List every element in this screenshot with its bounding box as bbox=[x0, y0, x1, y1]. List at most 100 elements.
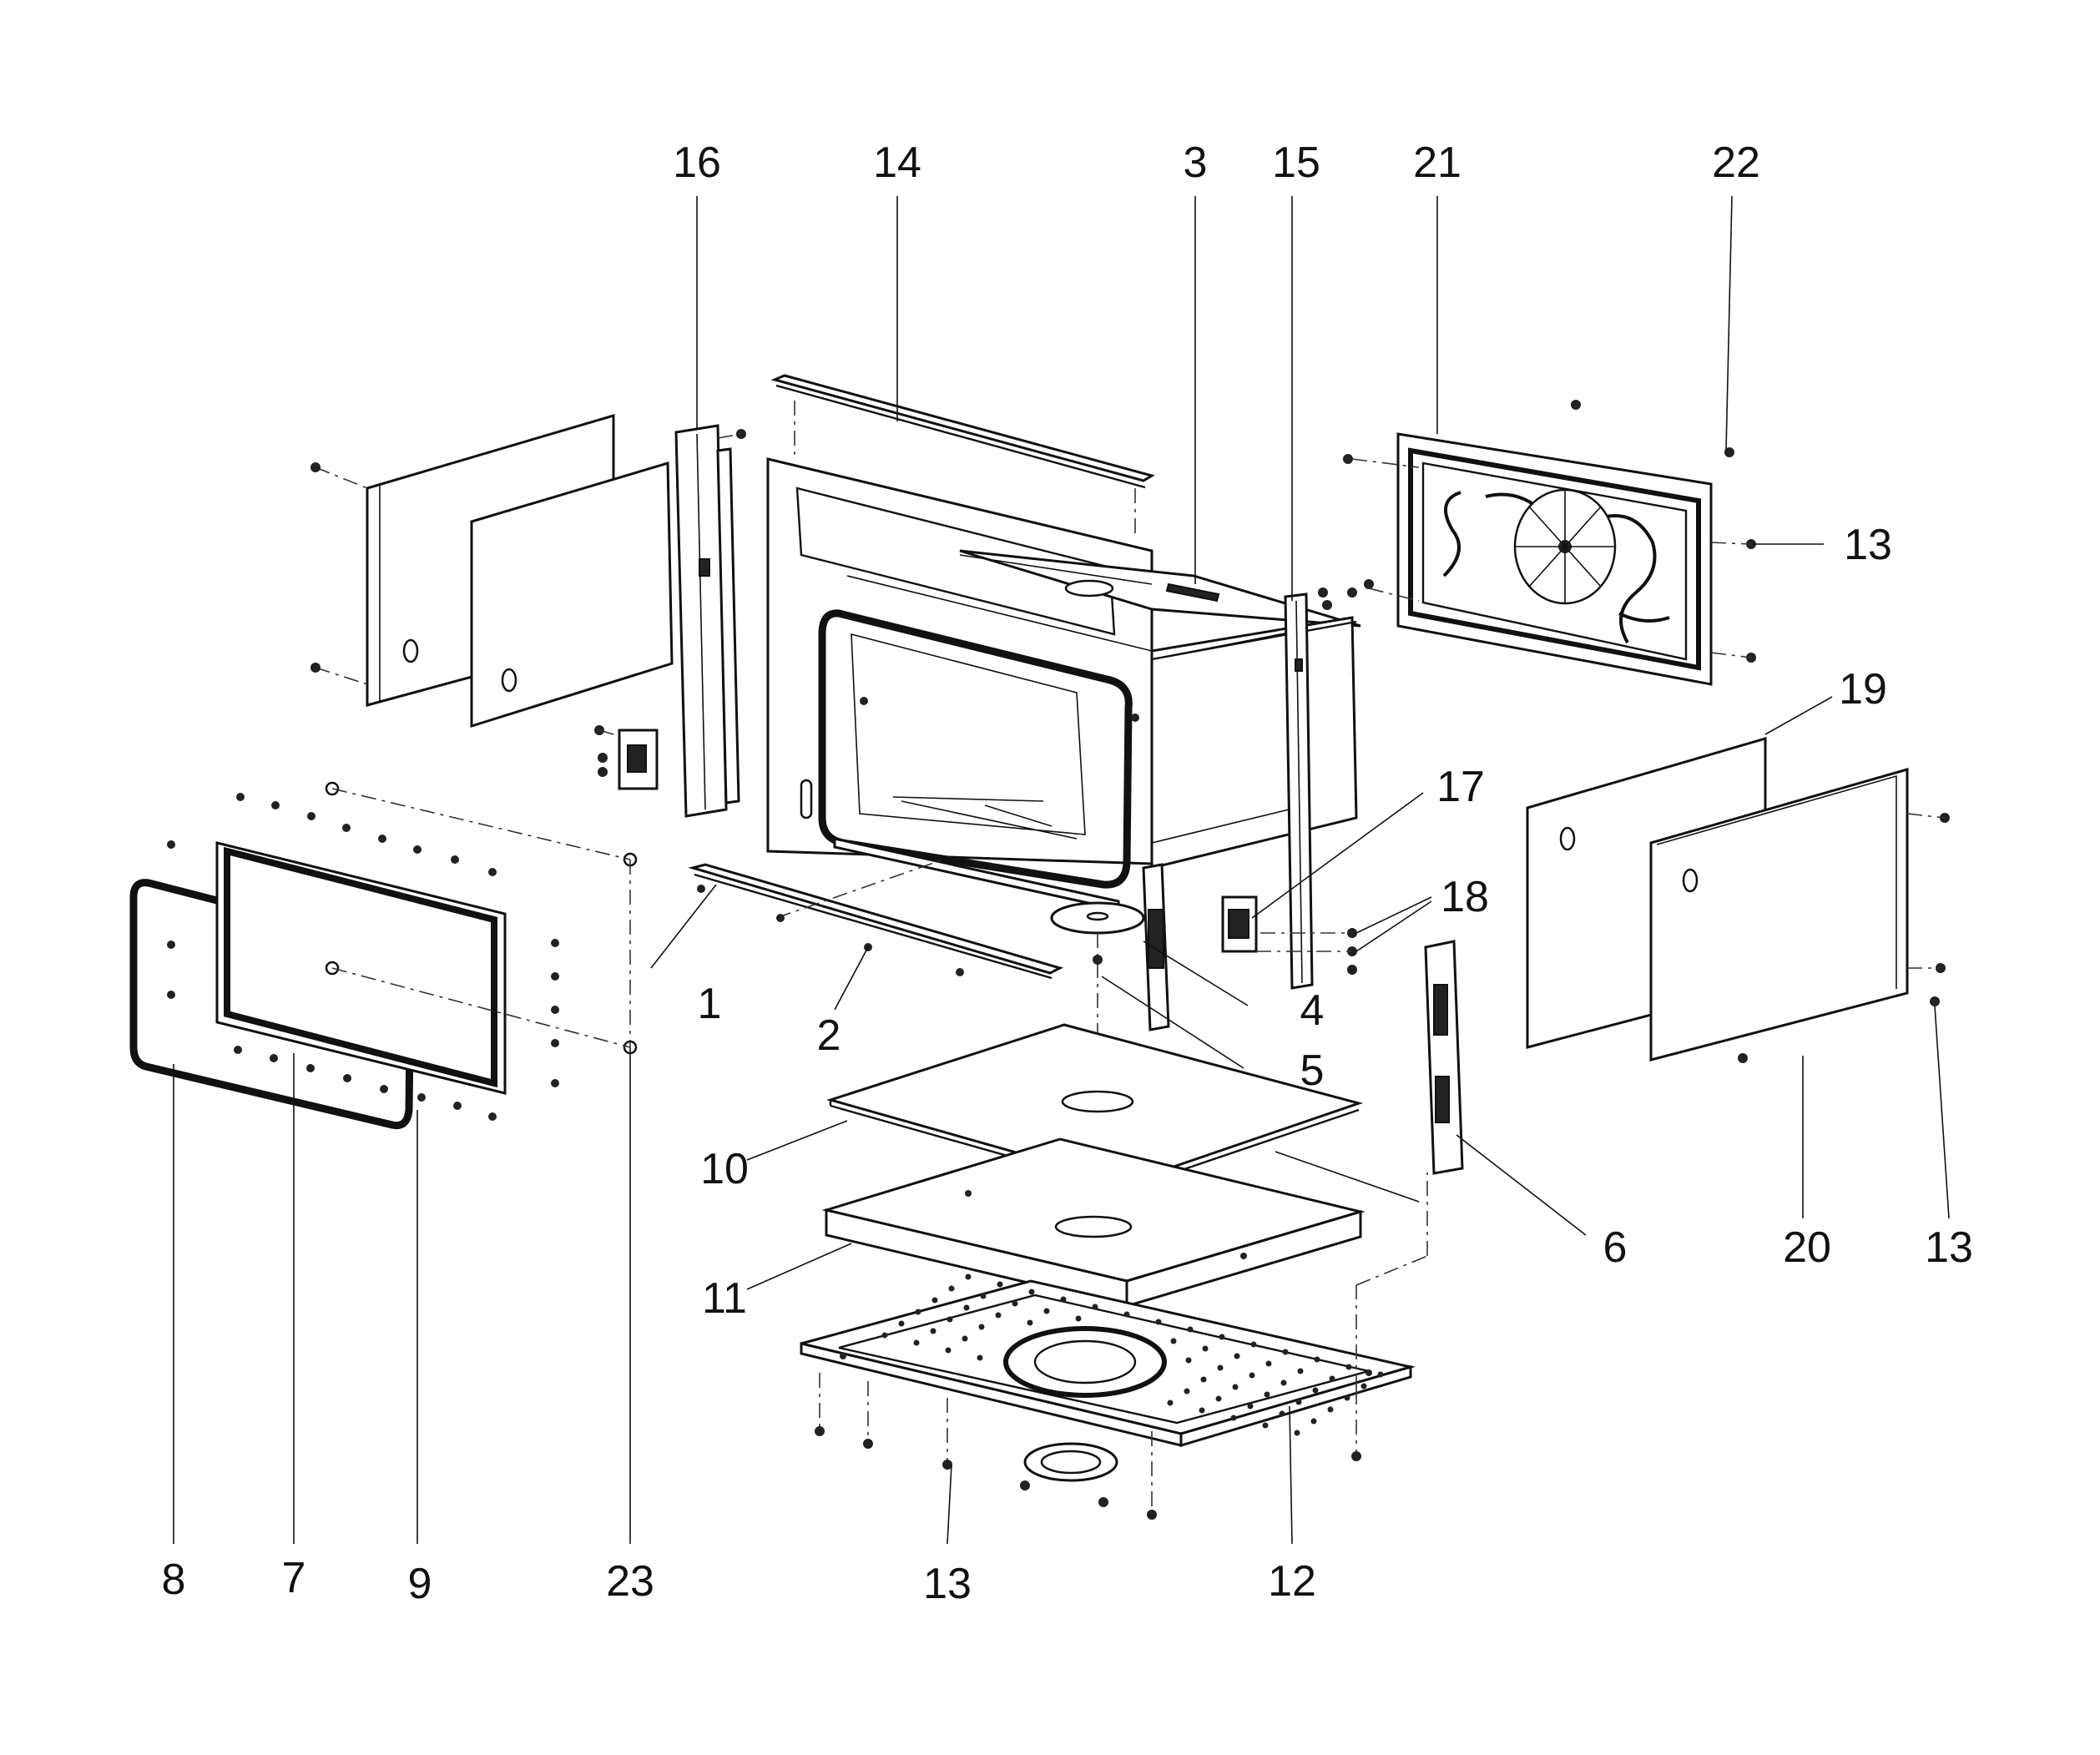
front-bottom-rail bbox=[688, 863, 1064, 980]
vent-hole bbox=[930, 1328, 936, 1334]
callout-4: 4 bbox=[1300, 986, 1325, 1035]
callout-12: 12 bbox=[1268, 1557, 1316, 1606]
vent-hole bbox=[1265, 1360, 1272, 1367]
vent-hole bbox=[881, 1332, 888, 1339]
vent-hole bbox=[1234, 1353, 1240, 1359]
callout-1: 1 bbox=[698, 980, 722, 1028]
vent-hole bbox=[947, 1316, 953, 1323]
vent-hole bbox=[1294, 1430, 1300, 1436]
callout-13-bottom: 13 bbox=[923, 1560, 972, 1608]
door-screws-bottom bbox=[234, 939, 559, 1121]
vent-hole bbox=[1155, 1319, 1162, 1325]
callout-22: 22 bbox=[1712, 139, 1760, 187]
callout-17: 17 bbox=[1436, 763, 1485, 811]
vent-hole bbox=[1202, 1345, 1209, 1352]
vent-hole bbox=[995, 1312, 1002, 1319]
callout-2: 2 bbox=[817, 1011, 841, 1060]
vent-hole bbox=[1250, 1341, 1257, 1348]
door-screws-top bbox=[167, 793, 497, 999]
vent-hole bbox=[1280, 1379, 1287, 1386]
vent-hole bbox=[1092, 1304, 1098, 1310]
center-vertical-rail bbox=[1284, 588, 1332, 990]
vent-hole bbox=[931, 1297, 938, 1304]
vent-hole bbox=[1167, 1399, 1174, 1406]
callout-11: 11 bbox=[702, 1274, 747, 1323]
vent-hole bbox=[1027, 1319, 1033, 1326]
vent-hole bbox=[1377, 1371, 1384, 1378]
callout-23: 23 bbox=[606, 1557, 654, 1606]
callout-9: 9 bbox=[408, 1560, 432, 1608]
callout-16: 16 bbox=[673, 139, 721, 187]
base-plate bbox=[800, 1273, 1416, 1448]
vent-hole bbox=[1295, 1399, 1302, 1405]
callout-21: 21 bbox=[1413, 139, 1461, 187]
vent-hole bbox=[963, 1304, 970, 1311]
vent-hole bbox=[1123, 1311, 1130, 1318]
vent-hole bbox=[978, 1324, 985, 1330]
callout-13-lower-right: 13 bbox=[1925, 1223, 1973, 1272]
convection-fan bbox=[1513, 488, 1617, 605]
top-cover-strip bbox=[770, 374, 1155, 534]
vent-hole bbox=[1249, 1372, 1255, 1379]
callout-6: 6 bbox=[1603, 1223, 1628, 1272]
vent-hole bbox=[980, 1293, 987, 1299]
left-front-leg bbox=[1142, 863, 1170, 1031]
door-choke-frame bbox=[215, 841, 507, 1095]
vent-hole bbox=[1297, 1368, 1304, 1374]
callout-19: 19 bbox=[1839, 665, 1887, 714]
callout-labels: 16 14 3 15 21 22 13 19 17 18 1 2 4 5 10 … bbox=[162, 139, 1973, 1608]
fan-ring bbox=[1023, 1442, 1118, 1482]
vent-hole bbox=[1200, 1376, 1207, 1383]
vent-hole bbox=[915, 1309, 921, 1315]
vent-hole bbox=[1185, 1357, 1192, 1364]
vent-hole bbox=[945, 1347, 952, 1354]
vent-hole bbox=[997, 1281, 1003, 1288]
vent-hole bbox=[1060, 1296, 1067, 1303]
vent-hole bbox=[948, 1285, 955, 1292]
vent-hole bbox=[1219, 1334, 1225, 1340]
callout-15: 15 bbox=[1272, 139, 1320, 187]
vent-hole bbox=[1217, 1364, 1224, 1371]
vent-hole bbox=[1187, 1326, 1194, 1333]
callout-5: 5 bbox=[1300, 1046, 1325, 1095]
leader-lines bbox=[173, 195, 1950, 1545]
vent-hole bbox=[1170, 1338, 1177, 1344]
right-outer-side-panel bbox=[1649, 768, 1950, 1063]
left-inner-side-panel bbox=[470, 461, 674, 729]
callout-7: 7 bbox=[282, 1554, 306, 1602]
vent-hole bbox=[977, 1354, 983, 1361]
callout-10: 10 bbox=[700, 1145, 749, 1193]
vent-hole bbox=[1199, 1407, 1205, 1414]
ceramic-tray-plate bbox=[825, 1023, 1364, 1191]
callout-8: 8 bbox=[162, 1556, 186, 1604]
oven-cavity-body bbox=[766, 457, 1361, 889]
callout-3: 3 bbox=[1184, 139, 1208, 187]
vent-hole bbox=[1345, 1364, 1352, 1370]
vent-hole bbox=[1028, 1289, 1035, 1295]
right-latch-bracket bbox=[1221, 895, 1352, 953]
vent-hole bbox=[1360, 1383, 1367, 1389]
callout-14: 14 bbox=[873, 139, 921, 187]
callout-18: 18 bbox=[1441, 873, 1489, 921]
vent-hole bbox=[965, 1273, 972, 1280]
callout-13-right: 13 bbox=[1844, 521, 1892, 569]
vent-hole bbox=[1279, 1410, 1285, 1417]
convection-back-panel bbox=[1343, 400, 1756, 686]
vent-hole bbox=[913, 1339, 920, 1346]
vent-hole bbox=[898, 1320, 905, 1327]
base-screws bbox=[815, 1173, 1428, 1520]
vent-hole bbox=[1215, 1395, 1222, 1402]
vent-hole bbox=[1012, 1300, 1018, 1307]
left-panel-screws bbox=[310, 462, 368, 685]
vent-hole bbox=[1312, 1387, 1319, 1394]
left-latch-bracket bbox=[594, 725, 659, 790]
vent-hole bbox=[1232, 1384, 1239, 1390]
vent-hole bbox=[1043, 1308, 1050, 1314]
bottom-insulation-tray bbox=[821, 1137, 1420, 1309]
vent-hole bbox=[1344, 1394, 1350, 1401]
vent-hole bbox=[1184, 1388, 1190, 1394]
vent-hole bbox=[1314, 1356, 1320, 1363]
vent-hole bbox=[1262, 1422, 1269, 1429]
left-vertical-rail bbox=[674, 424, 746, 818]
